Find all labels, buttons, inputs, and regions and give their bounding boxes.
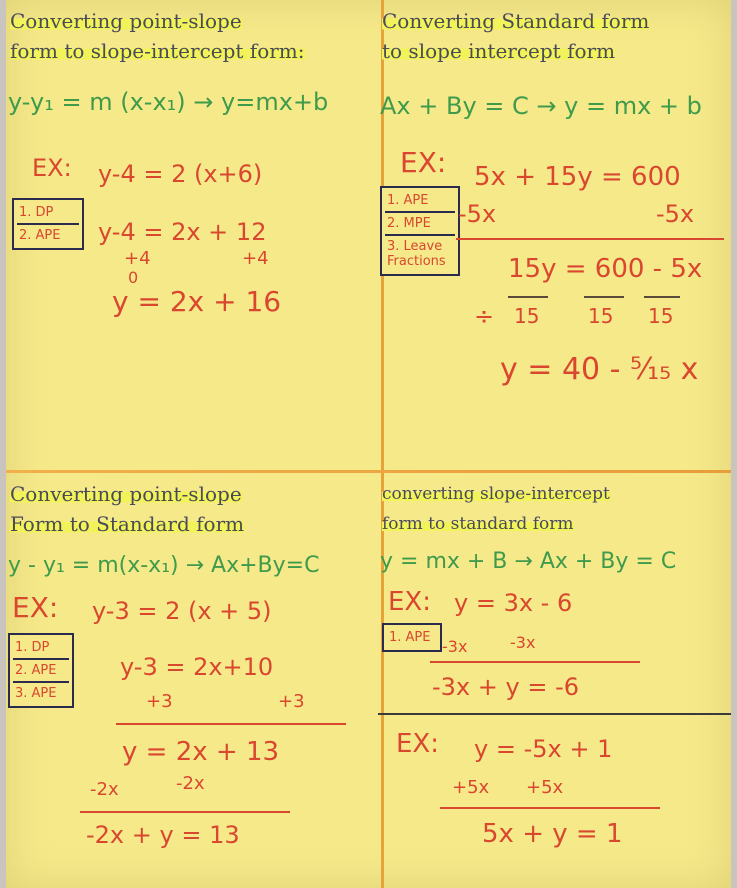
example-label: EX: (32, 154, 72, 182)
add-right: +4 (242, 248, 269, 269)
example-label: EX: (12, 591, 59, 624)
subtract-right: -3x (510, 633, 536, 652)
result-equation: -2x + y = 13 (86, 821, 240, 849)
title-line-2: form to slope-intercept form: (10, 39, 305, 63)
subtraction-line (80, 811, 290, 813)
title-line-1: Converting Standard form (382, 9, 650, 33)
step-3: 3. APE (15, 686, 57, 701)
general-formula: Ax + By = C → y = mx + b (380, 92, 702, 120)
example-label: EX: (400, 146, 447, 179)
result-1-equation: -3x + y = -6 (432, 673, 579, 701)
general-formula: y = mx + B → Ax + By = C (380, 549, 677, 574)
panel-standard-to-slope-intercept: Converting Standard form to slope interc… (378, 0, 731, 470)
title-line-1: converting slope-intercept (382, 484, 610, 504)
example-equation: 5x + 15y = 600 (474, 162, 681, 192)
work-line-3: y = 2x + 13 (122, 737, 280, 767)
title-line-1: Converting point-slope (10, 482, 242, 506)
vertical-fold-line (381, 0, 384, 888)
general-formula: y - y₁ = m(x-x₁) → Ax+By=C (8, 553, 320, 578)
denominator-2: 15 (588, 304, 614, 328)
example-2-label: EX: (396, 729, 439, 759)
panel-point-slope-to-standard: Converting point-slope Form to Standard … (6, 473, 374, 888)
numerator-line: 15y = 600 - 5x (508, 254, 703, 284)
example-equation: y-3 = 2 (x + 5) (92, 597, 272, 625)
notes-paper (6, 0, 731, 888)
step-3: 3. Leave Fractions (387, 239, 446, 269)
panel-title: Converting Standard form to slope interc… (382, 6, 732, 66)
divide-sign: ÷ (474, 302, 495, 330)
zero-mark: 0 (128, 268, 139, 287)
steps-box: 1. APE 2. MPE 3. Leave Fractions (380, 186, 460, 276)
step-1: 1. APE (389, 630, 431, 645)
fraction-bar-3 (644, 296, 680, 298)
denominator-1: 15 (514, 304, 540, 328)
panel-title: Converting point-slope form to slope-int… (10, 6, 360, 66)
title-line-2: Form to Standard form (10, 512, 245, 536)
result-equation: y = 40 - ⁵⁄₁₅ x (500, 352, 699, 387)
add-left: +5x (452, 777, 490, 798)
panel-title: converting slope-intercept form to stand… (382, 479, 732, 539)
general-formula: y-y₁ = m (x-x₁) → y=mx+b (8, 88, 329, 116)
subtract-left: -2x (90, 779, 119, 800)
steps-box: 1. DP 2. APE 3. APE (8, 633, 74, 708)
subtract-left: -5x (458, 200, 497, 228)
example-2-equation: y = -5x + 1 (474, 735, 613, 763)
subtract-right: -5x (656, 200, 695, 228)
steps-box: 1. DP 2. APE (12, 198, 84, 250)
step-1: 1. APE (385, 190, 455, 213)
denominator-3: 15 (648, 304, 674, 328)
add-left: +4 (124, 248, 151, 269)
example-equation: y-4 = 2 (x+6) (98, 160, 263, 188)
panel-title: Converting point-slope Form to Standard … (10, 479, 360, 539)
work-line-2: y-4 = 2x + 12 (98, 218, 267, 246)
divider-line (378, 713, 731, 715)
steps-box: 1. APE (382, 623, 442, 652)
subtract-right: -2x (176, 773, 205, 794)
step-1: 1. DP (13, 637, 69, 660)
subtract-left: -3x (442, 637, 468, 656)
addition-line (116, 723, 346, 725)
horizontal-fold-line (6, 470, 731, 473)
add-right: +3 (278, 691, 305, 712)
example-1-equation: y = 3x - 6 (454, 589, 573, 617)
step-2: 2. APE (19, 228, 61, 243)
step-2: 2. MPE (385, 213, 455, 236)
panel-point-slope-to-slope-intercept: Converting point-slope form to slope-int… (6, 0, 374, 470)
addition-line (440, 807, 660, 809)
result-equation: y = 2x + 16 (112, 285, 282, 318)
add-left: +3 (146, 691, 173, 712)
result-2-equation: 5x + y = 1 (482, 819, 623, 849)
step-2: 2. APE (13, 660, 69, 683)
add-right: +5x (526, 777, 564, 798)
step-1: 1. DP (17, 202, 79, 225)
title-line-2: form to standard form (382, 514, 574, 534)
work-line-2: y-3 = 2x+10 (120, 653, 274, 681)
subtraction-line (456, 238, 724, 240)
title-line-2: to slope intercept form (382, 39, 616, 63)
fraction-bar-2 (584, 296, 624, 298)
example-1-label: EX: (388, 587, 431, 617)
fraction-bar-1 (508, 296, 548, 298)
panel-slope-intercept-to-standard: converting slope-intercept form to stand… (378, 473, 731, 888)
title-line-1: Converting point-slope (10, 9, 242, 33)
subtraction-line (430, 661, 640, 663)
